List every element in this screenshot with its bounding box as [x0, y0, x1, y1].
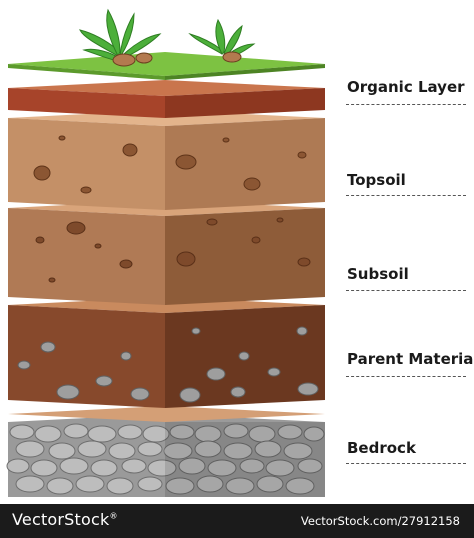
pebble-icon — [33, 135, 307, 194]
leader-line-topsoil — [346, 195, 466, 196]
leader-line-subsoil — [346, 290, 466, 291]
label-topsoil: Topsoil — [347, 171, 406, 189]
label-parent-material: Parent Material — [347, 350, 474, 368]
brand-name: VectorStock — [12, 510, 110, 529]
stone-icon — [6, 423, 325, 495]
bedrock-layer — [6, 406, 325, 497]
leader-line-bedrock — [346, 463, 466, 464]
topsoil-layer — [8, 110, 325, 210]
rock-icon — [17, 326, 319, 403]
footer-url: VectorStock.com/27912158 — [300, 514, 460, 528]
leader-line-parent-material — [346, 376, 466, 377]
grass-tuft-icon — [188, 18, 256, 59]
pebble-icon — [35, 217, 311, 283]
soil-layers-diagram — [6, 8, 325, 497]
footer-bar: VectorStock® VectorStock.com/27912158 — [0, 504, 474, 538]
parent-material-layer — [8, 297, 325, 408]
grass-layer — [8, 52, 325, 80]
leader-line-organic-layer — [346, 104, 466, 105]
brand-logo: VectorStock® — [12, 510, 118, 529]
grass-tuft-icon — [79, 8, 162, 61]
organic-layer-slab — [8, 80, 325, 118]
label-bedrock: Bedrock — [347, 439, 416, 457]
label-organic-layer: Organic Layer — [347, 78, 465, 96]
brand-mark: ® — [109, 511, 118, 521]
pebble-icon — [112, 51, 242, 67]
label-subsoil: Subsoil — [347, 265, 409, 283]
subsoil-layer — [8, 200, 325, 305]
